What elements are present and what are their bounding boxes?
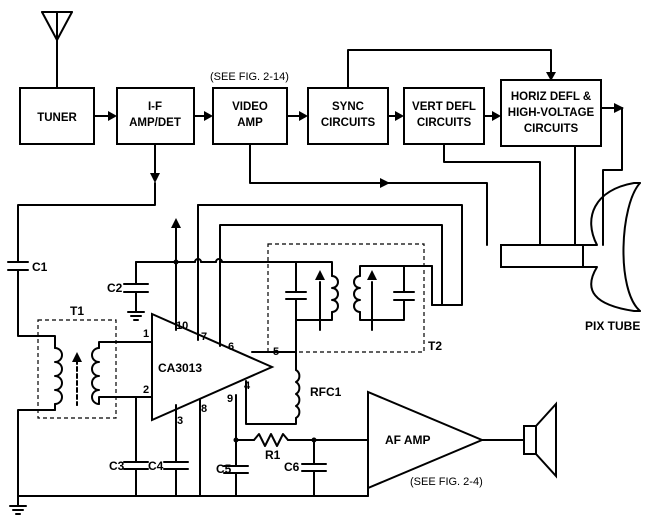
c2-label: C2 [107, 281, 123, 295]
tuner-block: TUNER [19, 87, 95, 145]
arrow-icon [614, 103, 624, 113]
horiz-defl-block: HORIZ DEFL & HIGH-VOLTAGE CIRCUITS [500, 79, 602, 147]
horiz-label-line2: HIGH-VOLTAGE [508, 107, 595, 119]
c5-label: C5 [216, 462, 232, 476]
arrow-icon [395, 111, 404, 121]
tuner-label: TUNER [37, 112, 77, 124]
if-label-line2: AMP/DET [129, 117, 181, 129]
arrow-icon [299, 111, 308, 121]
sync-label-line2: CIRCUITS [321, 117, 376, 129]
ca3013-ic [151, 312, 275, 422]
arrow-icon [492, 111, 501, 121]
pin-2-label: 2 [143, 384, 149, 396]
pin-7-label: 7 [201, 331, 207, 343]
t2-label: T2 [428, 339, 442, 353]
c1-capacitor-icon [7, 261, 29, 271]
antenna-icon [41, 11, 73, 89]
c4-label: C4 [148, 459, 164, 473]
pin-1-label: 1 [143, 328, 149, 340]
t2-secondary-coil-icon [353, 275, 361, 313]
ground-icon [9, 505, 27, 515]
pix-tube-icon [500, 182, 641, 312]
af-amp-triangle [367, 390, 485, 490]
t1-enclosure [37, 319, 117, 419]
supply-arrow-icon [171, 218, 181, 228]
c3-label: C3 [109, 459, 125, 473]
ic-name: CA3013 [158, 361, 202, 375]
c3-capacitor-icon [123, 461, 149, 470]
c1-label: C1 [32, 260, 48, 274]
arrow-icon [380, 178, 390, 188]
tuning-arrow-icon [367, 270, 377, 280]
arrow-icon [150, 173, 160, 183]
vert-label-line1: VERT DEFL [412, 101, 476, 113]
pin-3-label: 3 [177, 415, 183, 427]
rfc1-label: RFC1 [310, 385, 342, 399]
tuning-arrow-icon [72, 352, 82, 362]
vert-defl-block: VERT DEFL CIRCUITS [403, 87, 485, 145]
tuning-arrow-icon [315, 270, 325, 280]
rfc1-coil-icon [295, 369, 301, 419]
video-label-line2: AMP [237, 117, 263, 129]
ground-icon [127, 311, 145, 321]
pin-10-label: 10 [176, 320, 188, 332]
pin-6-label: 6 [228, 341, 234, 353]
horiz-label-line3: CIRCUITS [524, 123, 579, 135]
see-fig-2-14-note: (SEE FIG. 2-14) [210, 71, 289, 83]
speaker-icon [523, 401, 557, 479]
t1-primary-coil-icon [54, 347, 63, 405]
r1-resistor-icon [253, 433, 289, 447]
arrow-icon [204, 111, 213, 121]
t2-primary-coil-icon [331, 275, 339, 313]
sync-label-line1: SYNC [332, 101, 364, 113]
t1-secondary-coil-icon [91, 347, 100, 405]
pix-tube-label: PIX TUBE [585, 319, 640, 333]
c6-capacitor-icon [301, 463, 327, 472]
vert-label-line2: CIRCUITS [417, 117, 472, 129]
if-amp-det-block: I-F AMP/DET [116, 87, 195, 145]
horiz-label-line1: HORIZ DEFL & [511, 91, 591, 103]
c2-capacitor-icon [123, 283, 149, 293]
arrow-icon [108, 111, 117, 121]
c4-capacitor-icon [163, 461, 189, 470]
pin-9-label: 9 [227, 393, 233, 405]
c6-label: C6 [284, 460, 300, 474]
t2-enclosure [267, 243, 425, 353]
r1-label: R1 [265, 448, 281, 462]
pin-8-label: 8 [201, 403, 207, 415]
arrow-icon [546, 72, 556, 81]
t1-label: T1 [70, 304, 84, 318]
video-amp-block: VIDEO AMP [212, 87, 288, 145]
af-amp-label: AF AMP [385, 433, 431, 447]
pin-4-label: 4 [244, 380, 251, 392]
video-label-line1: VIDEO [232, 101, 268, 113]
see-fig-2-4-note: (SEE FIG. 2-4) [410, 476, 483, 488]
sync-circuits-block: SYNC CIRCUITS [307, 87, 389, 145]
if-label-line1: I-F [148, 101, 162, 113]
